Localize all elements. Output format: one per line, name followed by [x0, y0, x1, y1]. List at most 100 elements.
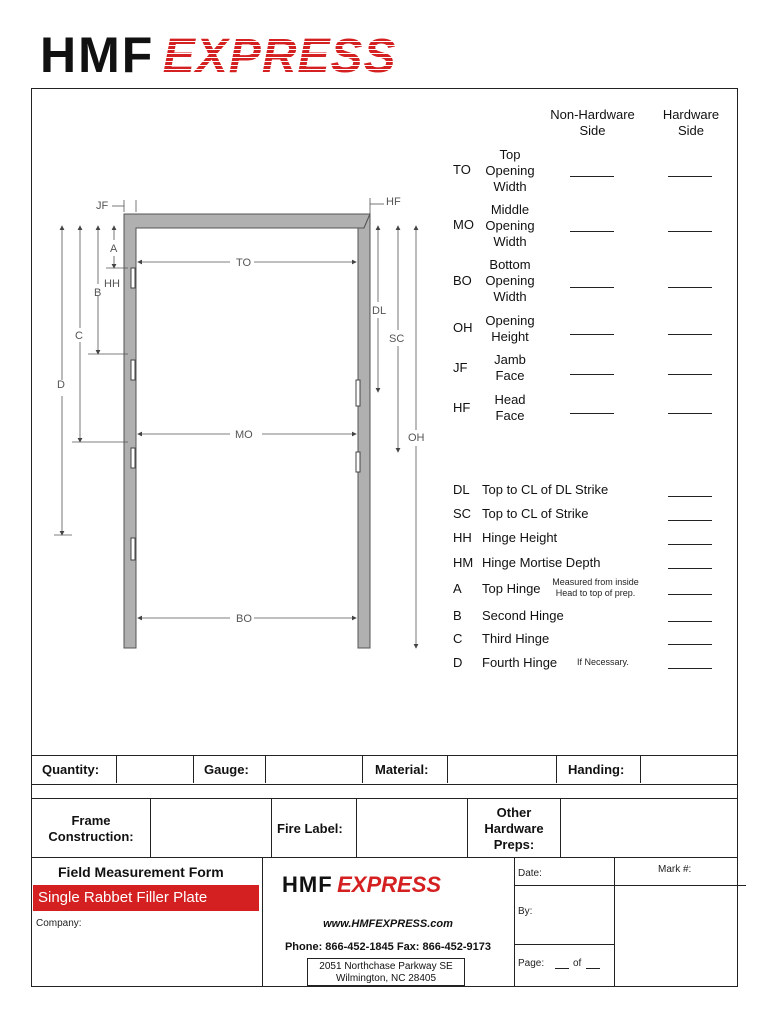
hw-field-sc[interactable]	[668, 520, 712, 521]
nonhw-field-bo[interactable]	[570, 287, 614, 288]
frame-diagram: JF HF A HH B C D TO MO BO DL SC OH	[54, 196, 425, 649]
nonhw-field-hf[interactable]	[570, 413, 614, 414]
hw-code-hm: HM	[453, 555, 474, 570]
title-block: Field Measurement Form Single Rabbet Fil…	[32, 857, 746, 987]
address-line-1: 2051 Northchase Parkway SE	[319, 961, 453, 972]
details-row-1: Quantity: Gauge: Material: Handing:	[32, 755, 738, 785]
dim-label-a: A	[110, 243, 118, 255]
row-label-hf: Head Face	[494, 392, 526, 423]
product-name: Single Rabbet Filler Plate	[38, 889, 208, 906]
row-label-mo: Middle Opening Width	[485, 202, 535, 249]
nonhw-field-jf[interactable]	[570, 374, 614, 375]
hw-label-d: Fourth Hinge	[482, 655, 558, 670]
page-label: Page:	[518, 958, 545, 969]
gauge-field[interactable]	[265, 756, 363, 783]
row-label-to: Top Opening Width	[485, 147, 535, 194]
hw-code-d: D	[453, 655, 463, 670]
row-code-to: TO	[453, 162, 471, 177]
hw-note-d: If Necessary.	[577, 657, 629, 667]
row-code-bo: BO	[453, 273, 472, 288]
frame-construction-field[interactable]	[150, 799, 272, 857]
dim-label-oh: OH	[408, 432, 425, 444]
hw-label-hm: Hinge Mortise Depth	[482, 555, 601, 570]
quantity-field[interactable]	[116, 756, 194, 783]
hw-field-hh[interactable]	[668, 544, 712, 545]
date-label: Date:	[518, 868, 542, 879]
hw-field-b[interactable]	[668, 621, 712, 622]
phone-fax-text: Phone: 866-452-1845 Fax: 866-452-9173	[284, 941, 492, 953]
row-label-bo: Bottom Opening Width	[485, 257, 535, 304]
form-title: Field Measurement Form	[58, 864, 224, 880]
website-text[interactable]: www.HMFEXPRESS.com	[323, 918, 453, 930]
fire-label-field[interactable]	[356, 799, 468, 857]
nonhw-field-to[interactable]	[570, 176, 614, 177]
frame-construction-label: Frame Construction:	[48, 813, 134, 844]
address-line-2: Wilmington, NC 28405	[335, 973, 437, 984]
hw-label-dl: Top to CL of DL Strike	[482, 482, 609, 497]
dim-label-b: B	[94, 287, 101, 299]
by-label: By:	[518, 906, 533, 917]
title-right-column: Date: By: Page: of	[514, 858, 746, 986]
hw-label-sc: Top to CL of Strike	[482, 506, 589, 521]
row-label-jf: Jamb Face	[494, 352, 526, 383]
hw-field-hm[interactable]	[668, 568, 712, 569]
hw-field-bo[interactable]	[668, 287, 712, 288]
company-logo: HMF EXPRESS	[40, 30, 397, 83]
hw-field-d[interactable]	[668, 668, 712, 669]
other-hardware-field[interactable]	[560, 799, 738, 857]
hw-field-jf[interactable]	[668, 374, 712, 375]
product-banner: Single Rabbet Filler Plate	[33, 885, 259, 911]
hinge-preps	[130, 267, 361, 561]
header-non-hardware: Non-Hardware Side	[550, 107, 635, 138]
hw-code-dl: DL	[453, 482, 470, 497]
logo-express-text: EXPRESS	[162, 30, 397, 83]
material-field[interactable]	[447, 756, 557, 783]
page-of-label: of	[573, 958, 582, 969]
door-frame-shape	[123, 213, 371, 649]
hw-field-oh[interactable]	[668, 334, 712, 335]
row-code-hf: HF	[453, 400, 471, 415]
hw-field-mo[interactable]	[668, 231, 712, 232]
page-total-field[interactable]	[586, 968, 600, 969]
hw-code-c: C	[453, 631, 463, 646]
hw-field-a[interactable]	[668, 594, 712, 595]
title-logo-hmf: HMF	[282, 872, 333, 897]
hw-code-hh: HH	[453, 530, 472, 545]
mark-label: Mark #:	[658, 864, 692, 875]
dim-label-bo: BO	[236, 613, 252, 625]
date-divider	[514, 885, 746, 886]
hw-label-hh: Hinge Height	[482, 530, 558, 545]
hw-field-c[interactable]	[668, 644, 712, 645]
title-left-column: Field Measurement Form Single Rabbet Fil…	[32, 858, 263, 986]
row-code-jf: JF	[453, 360, 468, 375]
handing-field[interactable]	[640, 756, 738, 783]
dim-label-jf: JF	[96, 200, 109, 212]
dim-label-to: TO	[236, 257, 252, 269]
hw-note-a: Measured from inside Head to top of prep…	[552, 577, 639, 598]
row-code-mo: MO	[453, 217, 474, 232]
material-label: Material:	[375, 762, 429, 777]
form-border	[31, 88, 738, 987]
handing-label: Handing:	[568, 762, 625, 777]
dim-label-d: D	[57, 379, 65, 391]
dim-label-sc: SC	[389, 333, 404, 345]
nonhw-field-mo[interactable]	[570, 231, 614, 232]
hw-label-a: Top Hinge	[482, 581, 541, 596]
hw-field-dl[interactable]	[668, 496, 712, 497]
dim-label-c: C	[75, 330, 83, 342]
fire-label-label: Fire Label:	[277, 821, 343, 836]
page-number-field[interactable]	[555, 968, 569, 969]
row-code-oh: OH	[453, 320, 473, 335]
quantity-label: Quantity:	[42, 762, 100, 777]
hw-label-b: Second Hinge	[482, 608, 564, 623]
other-hardware-label: Other Hardware Preps:	[484, 805, 544, 852]
hw-code-a: A	[453, 581, 462, 596]
gauge-label: Gauge:	[204, 762, 249, 777]
hw-field-hf[interactable]	[668, 413, 712, 414]
hw-code-b: B	[453, 608, 462, 623]
nonhw-field-oh[interactable]	[570, 334, 614, 335]
hw-label-c: Third Hinge	[482, 631, 550, 646]
dim-label-mo: MO	[235, 429, 253, 441]
hw-field-to[interactable]	[668, 176, 712, 177]
title-logo: HMF EXPRESS	[282, 872, 441, 898]
